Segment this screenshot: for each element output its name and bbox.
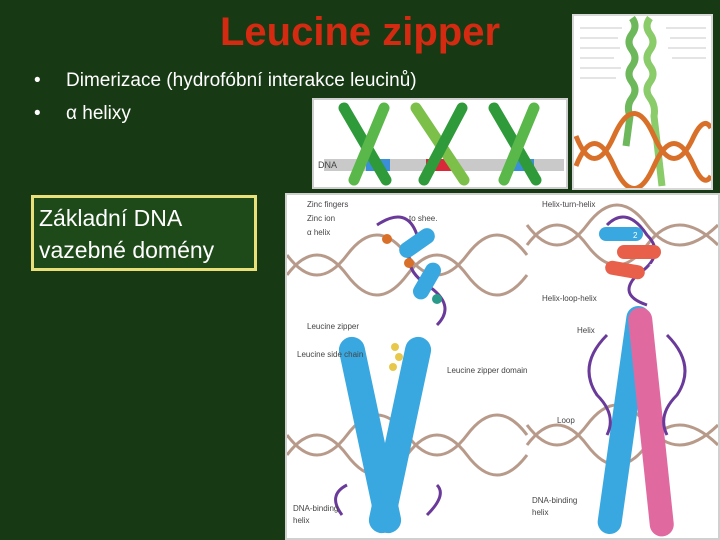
label-htH-3: 3 xyxy=(649,263,654,272)
helix-loop-helix-structure xyxy=(587,306,687,537)
leucine-zipper-structure xyxy=(334,336,442,534)
figure-labels: Zinc fingers Zinc ion α helix to shee. L… xyxy=(293,200,654,525)
helix-pair-2 xyxy=(410,102,470,186)
label-loop: Loop xyxy=(557,416,575,425)
bullet-item-helices: • α helixy xyxy=(34,97,417,130)
label-leucine-zipper-domain: Leucine zipper domain xyxy=(447,366,528,375)
bullet-item-dimerization: • Dimerizace (hydrofóbní interakce leuci… xyxy=(34,64,417,97)
zipper-3d-figure xyxy=(572,14,713,190)
zipper-3d-svg xyxy=(574,16,711,188)
bullet-list: • Dimerizace (hydrofóbní interakce leuci… xyxy=(34,64,417,130)
zinc-finger-structure xyxy=(376,215,447,327)
helix-pair-1 xyxy=(338,102,392,186)
label-leucine-side-chain: Leucine side chain xyxy=(297,350,363,359)
helix-turn-helix-structure xyxy=(599,215,661,307)
label-zinc-ion: Zinc ion xyxy=(307,214,335,223)
bullet-text: Dimerizace (hydrofóbní interakce leucinů… xyxy=(66,70,417,91)
label-helix-left: helix xyxy=(293,516,309,525)
dna-double-helix xyxy=(574,111,711,188)
label-helix-loop-helix: Helix-loop-helix xyxy=(542,294,597,303)
label-helix-turn-helix: Helix-turn-helix xyxy=(542,200,595,209)
label-dna-binding-left: DNA-binding xyxy=(293,504,338,513)
label-htH-2: 2 xyxy=(633,231,638,240)
label-leucine-zipper: Leucine zipper xyxy=(307,322,359,331)
label-helix-right: helix xyxy=(532,508,548,517)
bullet-text: α helixy xyxy=(66,103,131,124)
bullet-marker: • xyxy=(34,70,41,91)
box-line-1: Základní DNA xyxy=(39,205,183,231)
label-to-dna: to shee. xyxy=(409,214,437,223)
label-alpha-helix: α helix xyxy=(307,228,330,237)
dna-binding-domains-figure: Zinc fingers Zinc ion α helix to shee. L… xyxy=(285,193,720,540)
label-dna-binding-right: DNA-binding xyxy=(532,496,577,505)
faint-text-lines xyxy=(580,27,706,79)
helix-dimer xyxy=(622,16,666,187)
dna-helix-pairs-svg: DNA xyxy=(318,102,564,186)
label-helix: Helix xyxy=(577,326,595,335)
dna-binding-domains-box: Základní DNA vazebné domény xyxy=(31,195,257,271)
helix-pair-3 xyxy=(488,102,542,186)
bullet-marker: • xyxy=(34,103,41,124)
label-zinc-fingers: Zinc fingers xyxy=(307,200,348,209)
dna-label: DNA xyxy=(318,160,337,170)
domains-svg: Zinc fingers Zinc ion α helix to shee. L… xyxy=(287,200,718,537)
box-line-2: vazebné domény xyxy=(39,237,215,263)
dna-helix-pairs-figure: DNA xyxy=(312,98,568,189)
slide-title: Leucine zipper xyxy=(219,10,501,54)
